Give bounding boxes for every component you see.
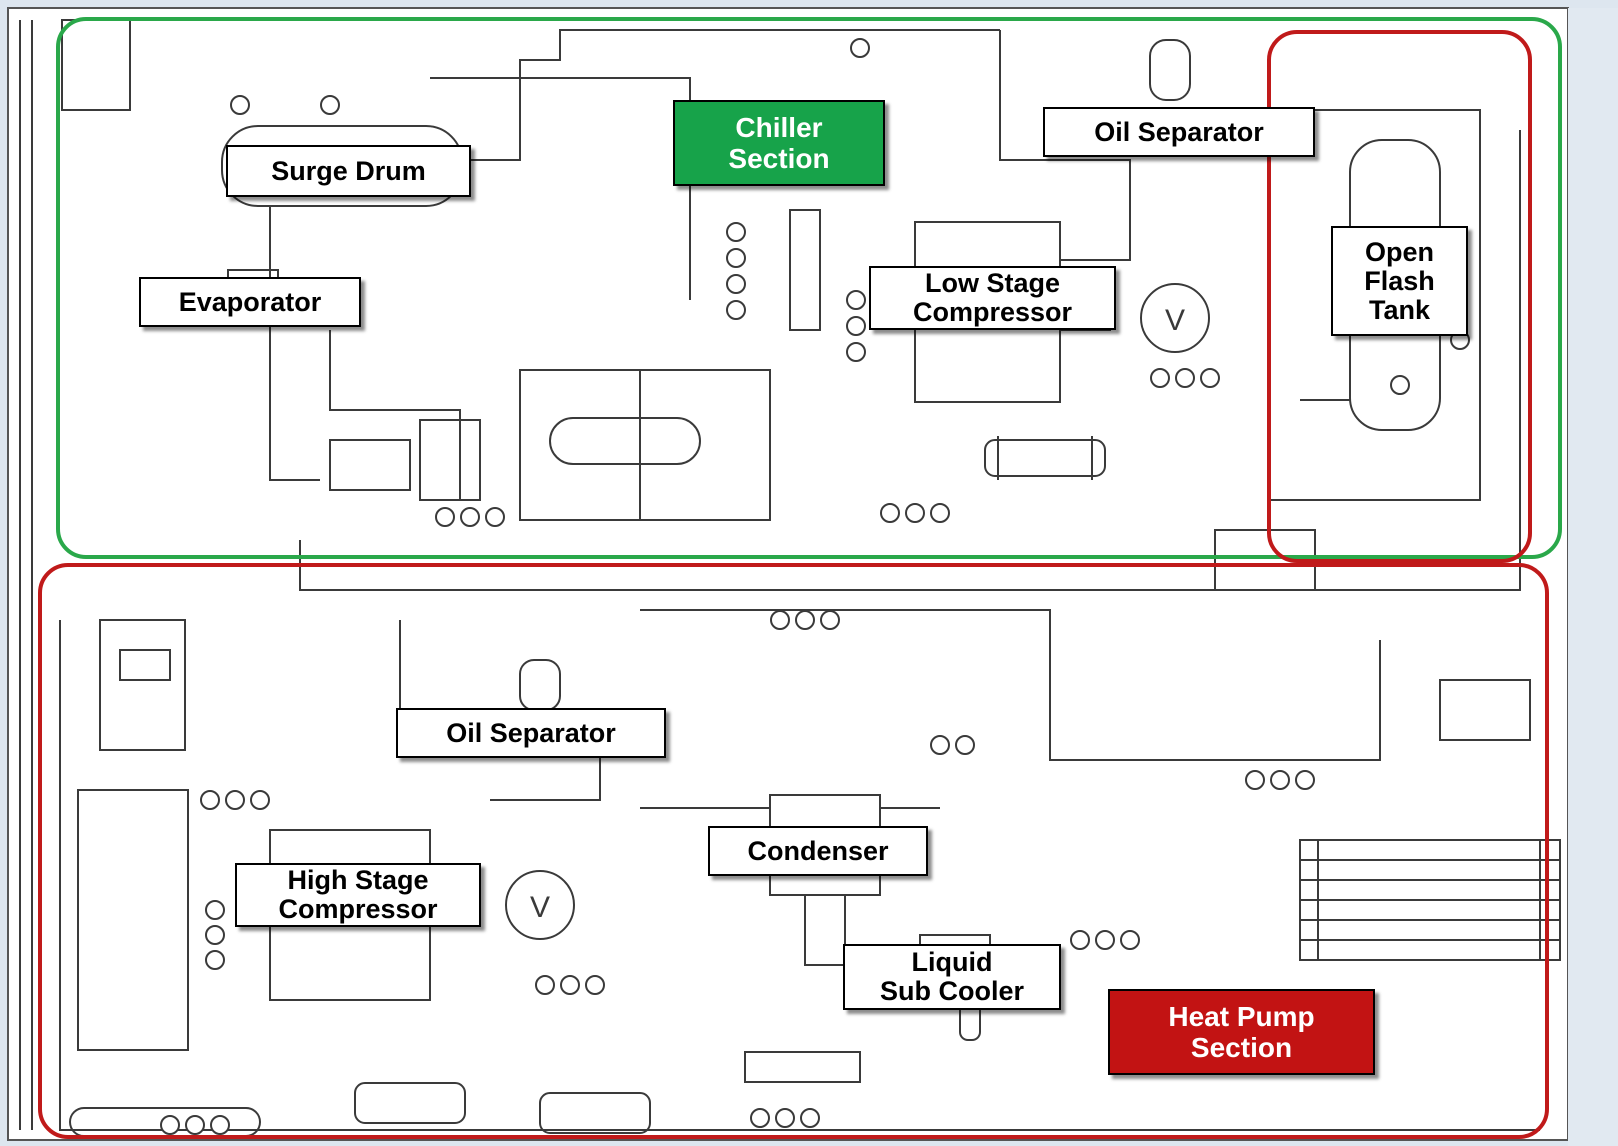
evaporator-label: Evaporator	[139, 277, 361, 327]
heat-pump-section-region	[38, 563, 1549, 1139]
oil-separator-bottom-label: Oil Separator	[396, 708, 666, 758]
svg-text:V: V	[1165, 304, 1185, 337]
heat-pump-section-label: Heat Pump Section	[1108, 989, 1375, 1075]
svg-text:V: V	[530, 891, 550, 924]
liquid-sub-cooler-label: Liquid Sub Cooler	[843, 944, 1061, 1010]
surge-drum-label: Surge Drum	[226, 145, 471, 197]
low-stage-compressor-label: Low Stage Compressor	[869, 266, 1116, 330]
open-flash-tank-region	[1267, 30, 1532, 563]
oil-separator-top-label: Oil Separator	[1043, 107, 1315, 157]
chiller-section-label: Chiller Section	[673, 100, 885, 186]
condenser-label: Condenser	[708, 826, 928, 876]
open-flash-tank-label: Open Flash Tank	[1331, 226, 1468, 336]
chiller-section-region	[56, 17, 1562, 559]
high-stage-compressor-label: High Stage Compressor	[235, 863, 481, 927]
